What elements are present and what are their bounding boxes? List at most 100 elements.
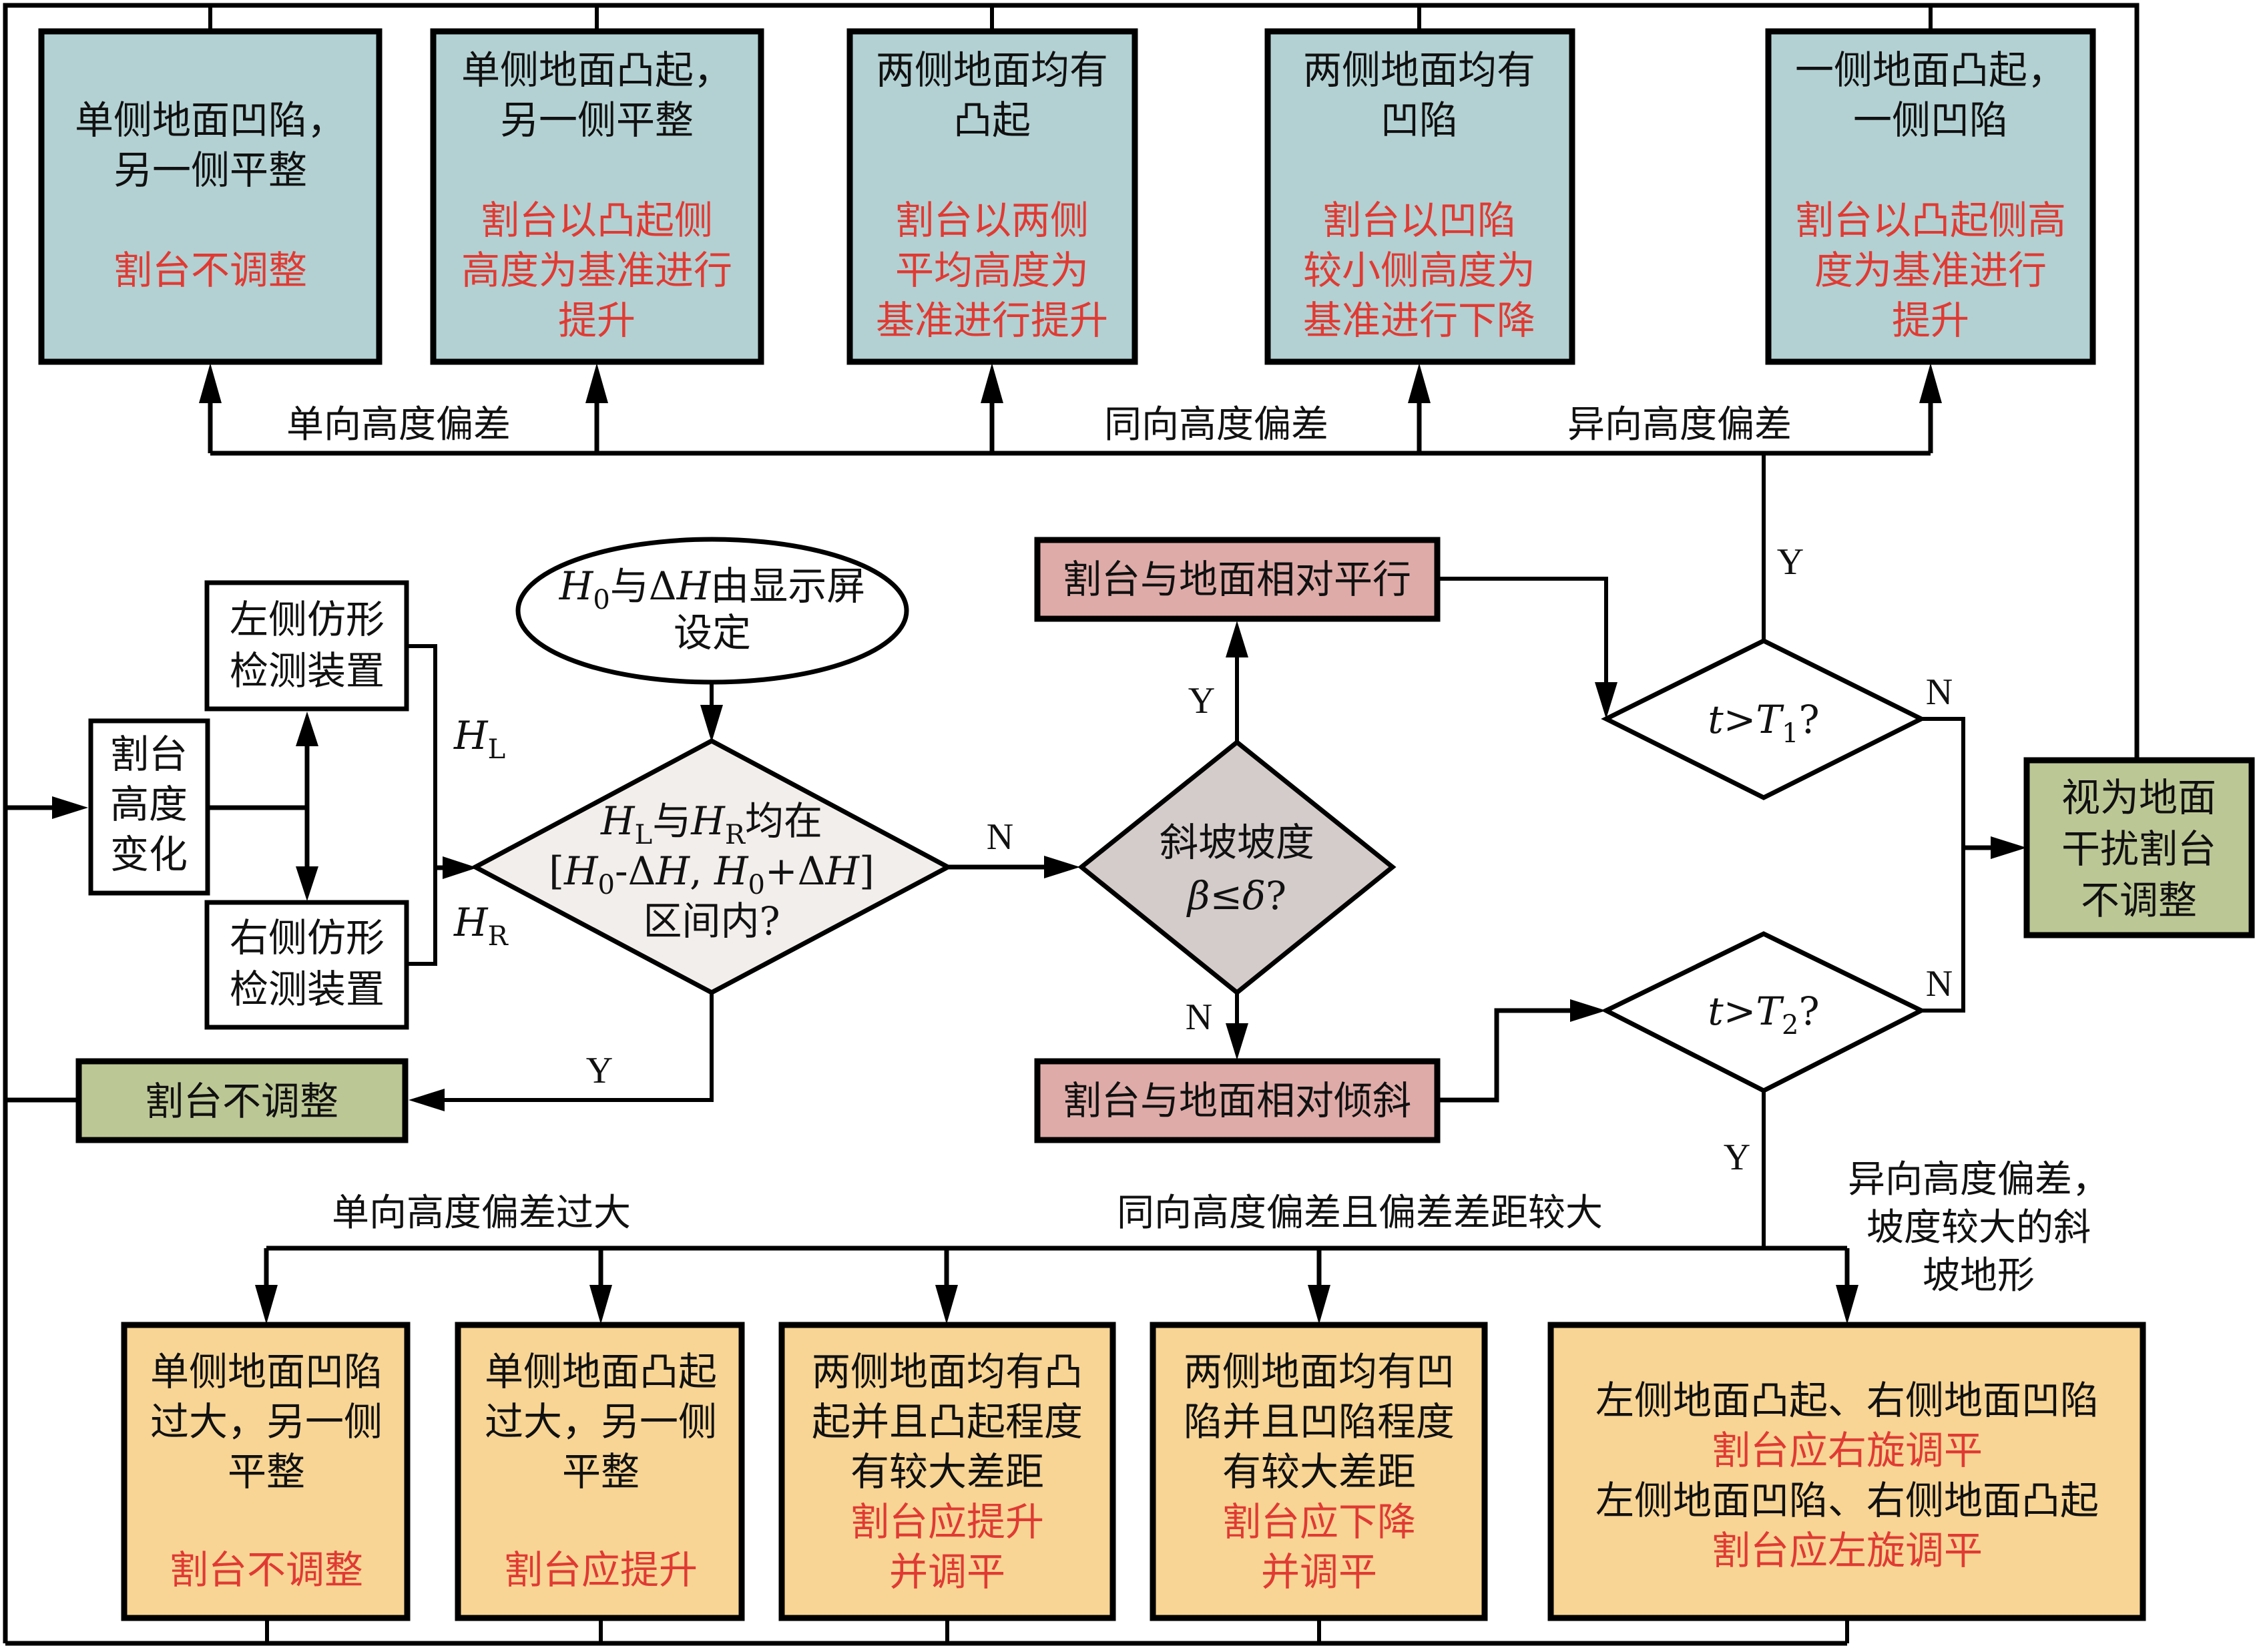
t1-text: t>T1? (1708, 697, 1819, 749)
action-text: 高度为基准进行 (461, 248, 732, 293)
top-case-box-4: 两侧地面均有 凹陷 割台以凹陷 较小侧高度为 基准进行下降 (1264, 28, 1575, 365)
condition-text: 单侧地面凸起 (485, 1349, 717, 1394)
action-text: 度为基准进行 (1814, 248, 2047, 293)
condition-text: 另一侧平整 (113, 148, 307, 193)
action-text: 割台不调整 (113, 248, 307, 293)
top-branch-bus: 单向高度偏差 同向高度偏差 异向高度偏差 (199, 363, 1942, 641)
condition-text: 单侧地面凹陷 (150, 1349, 383, 1394)
yes-label: Y (1188, 680, 1215, 722)
sensor-connector (208, 712, 318, 901)
condition-text: 有较大差距 (850, 1449, 1044, 1494)
interference-text: 视为地面 (2061, 775, 2216, 820)
right-sensor-box: 右侧仿形 检测装置 (204, 900, 409, 1030)
hr-label: HR (453, 900, 509, 952)
arrow-icon (1408, 363, 1431, 403)
range-decision-text: 区间内? (643, 898, 780, 944)
condition-text: 单侧地面凸起， (461, 47, 732, 93)
slope-decision-text: 斜坡坡度 (1160, 820, 1314, 865)
condition-text: 左侧地面凸起、右侧地面凹陷 (1595, 1378, 2099, 1423)
setting-text: 设定 (674, 610, 751, 655)
arrow-icon (935, 1285, 958, 1324)
action-text: 基准进行提升 (876, 298, 1108, 343)
condition-text: 两侧地面均有凹 (1184, 1349, 1455, 1394)
slope-decision: 斜坡坡度 β≤δ? Y N (1077, 621, 1397, 1060)
arrow-icon (255, 1285, 278, 1324)
range-decision: HL与HR均在 [H0-ΔH, H0+ΔH] 区间内? Y N (409, 738, 1080, 1111)
parallel-box: 割台与地面相对平行 (1034, 537, 1441, 622)
setting-text: H0与ΔH由显示屏 (559, 563, 866, 615)
action-text: 基准进行下降 (1303, 298, 1535, 343)
arrow-icon (296, 712, 318, 746)
arrow-icon (981, 363, 1003, 403)
range-decision-text: [H0-ΔH, H0+ΔH] (549, 848, 874, 900)
no-label: N (1926, 963, 1953, 1005)
condition-text: 单侧地面凹陷， (75, 97, 346, 143)
top-case-box-5: 一侧地面凸起， 一侧凹陷 割台以凸起侧高 度为基准进行 提升 (1765, 28, 2096, 365)
action-text: 割台以凹陷 (1322, 198, 1516, 243)
tilted-text: 割台与地面相对倾斜 (1063, 1078, 1411, 1123)
no-label: N (1186, 997, 1212, 1038)
condition-text: 两侧地面均有凸 (812, 1349, 1083, 1394)
height-change-text: 变化 (110, 832, 188, 877)
no-label: N (987, 816, 1013, 858)
sensor-merge-bracket: HL HR (407, 644, 509, 966)
condition-text: 起并且凸起程度 (812, 1399, 1083, 1444)
interference-box: 视为地面 干扰割台 不调整 (2023, 757, 2255, 938)
arrow-icon (1570, 999, 1606, 1022)
arrow-icon (1308, 1285, 1330, 1324)
action-text: 提升 (1892, 298, 1969, 343)
bottom-case-box-4: 两侧地面均有凹 陷并且凹陷程度 有较大差距 割台应下降 并调平 (1150, 1322, 1488, 1621)
condition-text: 两侧地面均有 (876, 47, 1108, 93)
condition-text: 一侧地面凸起， (1795, 47, 2066, 93)
t2-text: t>T2? (1708, 989, 1819, 1041)
feedback-loop (3, 3, 2140, 1646)
action-text: 割台应提升 (504, 1547, 698, 1593)
condition-text: 两侧地面均有 (1303, 47, 1535, 93)
height-change-text: 高度 (110, 782, 188, 827)
arrow-icon (1226, 621, 1248, 657)
arrow-icon (1044, 856, 1080, 878)
no-adjust-box: 割台不调整 (75, 1058, 409, 1143)
interference-connector (1963, 836, 2027, 859)
top-case-box-1: 单侧地面凹陷， 另一侧平整 割台不调整 (38, 28, 383, 365)
arrow-icon (296, 866, 318, 901)
parallel-text: 割台与地面相对平行 (1063, 557, 1411, 602)
yes-label: Y (586, 1050, 613, 1091)
interference-text: 不调整 (2081, 878, 2197, 923)
arrow-icon (1595, 682, 1617, 719)
action-text: 割台应下降 (1222, 1499, 1416, 1545)
action-text: 较小侧高度为 (1303, 248, 1535, 293)
opposite-slope-label: 异向高度偏差， (1848, 1158, 2109, 1201)
right-sensor-text: 检测装置 (230, 967, 385, 1012)
top-case-box-3: 两侧地面均有 凸起 割台以两侧 平均高度为 基准进行提升 (846, 28, 1138, 365)
yes-label: Y (1724, 1137, 1750, 1178)
setting-ellipse: H0与ΔH由显示屏 设定 (515, 537, 909, 742)
tilted-box: 割台与地面相对倾斜 (1034, 1058, 1441, 1143)
action-text: 割台以凸起侧 (481, 198, 713, 243)
action-text: 割台以两侧 (895, 198, 1089, 243)
left-sensor-text: 左侧仿形 (230, 597, 385, 642)
arrow-icon (1991, 836, 2027, 859)
arrow-icon (1226, 1023, 1248, 1060)
arrow-icon (589, 1285, 612, 1324)
opposite-way-deviation-label: 异向高度偏差 (1567, 403, 1792, 447)
condition-text: 过大，另一侧 (485, 1399, 717, 1444)
condition-text: 陷并且凹陷程度 (1184, 1399, 1455, 1444)
arrow-icon (1919, 363, 1942, 403)
top-case-box-2: 单侧地面凸起， 另一侧平整 割台以凸起侧 高度为基准进行 提升 (430, 28, 764, 365)
right-sensor-text: 右侧仿形 (230, 915, 385, 960)
condition-text: 平整 (228, 1449, 305, 1494)
no-adjust-text: 割台不调整 (145, 1079, 338, 1124)
action-text: 平均高度为 (895, 248, 1089, 293)
bottom-case-box-5: 左侧地面凸起、右侧地面凹陷 割台应右旋调平 左侧地面凹陷、右侧地面凸起 割台应左… (1547, 1322, 2146, 1621)
bottom-case-box-2: 单侧地面凸起 过大，另一侧 平整 割台应提升 (455, 1322, 745, 1621)
height-change-text: 割台 (110, 732, 188, 777)
action-text: 提升 (558, 298, 636, 343)
arrow-icon (52, 796, 88, 819)
condition-text: 左侧地面凹陷、右侧地面凸起 (1595, 1478, 2099, 1523)
arrow-icon (700, 705, 723, 742)
one-way-deviation-label: 单向高度偏差 (286, 403, 511, 447)
no-label: N (1926, 671, 1953, 713)
bottom-branch-bus: 单向高度偏差过大 同向高度偏差且偏差差距较大 异向高度偏差， 坡度较大的斜 坡地… (255, 1158, 2109, 1324)
